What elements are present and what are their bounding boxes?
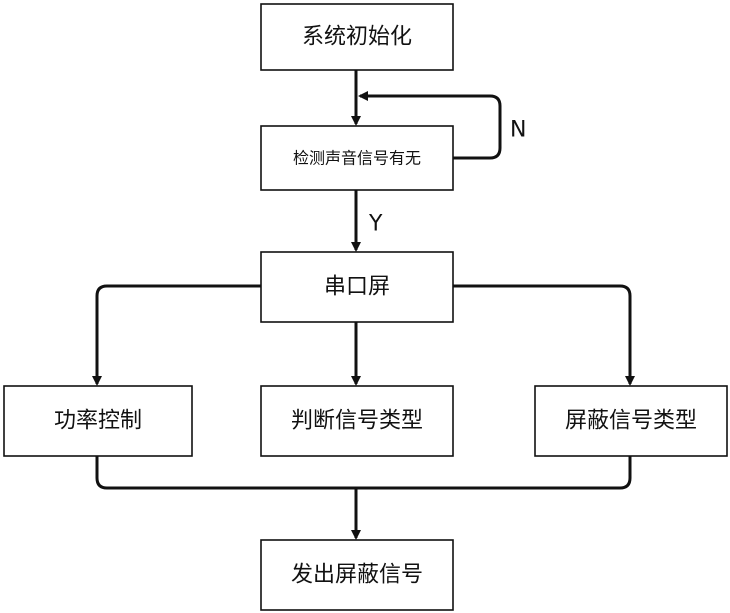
node-system-init: 系统初始化 <box>260 3 454 71</box>
node-serial-screen: 串口屏 <box>260 251 454 323</box>
node-shield-signal-type-label: 屏蔽信号类型 <box>565 409 697 434</box>
edge-detect-no-loop <box>358 91 502 160</box>
edge-power-merge <box>95 456 356 490</box>
edge-label-yes: Y <box>368 212 383 237</box>
edge-shield-type-merge <box>356 456 632 490</box>
node-shield-signal-type: 屏蔽信号类型 <box>534 385 728 457</box>
edge-serial-to-power <box>92 284 262 386</box>
edge-serial-to-shield-type <box>452 284 635 386</box>
node-emit-shield-signal-label: 发出屏蔽信号 <box>291 563 423 588</box>
node-system-init-label: 系统初始化 <box>302 25 412 50</box>
node-detect-sound-label: 检测声音信号有无 <box>293 149 421 168</box>
node-serial-screen-label: 串口屏 <box>324 275 390 300</box>
edge-label-no: N <box>510 118 526 143</box>
node-detect-sound: 检测声音信号有无 <box>260 125 454 191</box>
node-power-control-label: 功率控制 <box>54 409 142 434</box>
node-power-control: 功率控制 <box>3 385 193 457</box>
node-emit-shield-signal: 发出屏蔽信号 <box>260 539 454 611</box>
node-judge-signal-type-label: 判断信号类型 <box>291 409 423 434</box>
node-judge-signal-type: 判断信号类型 <box>260 385 454 457</box>
